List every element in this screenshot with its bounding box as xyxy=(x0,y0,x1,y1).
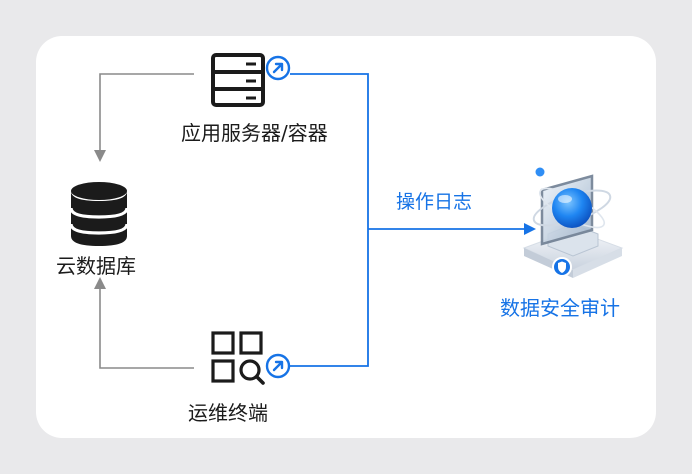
server-rack-icon xyxy=(211,53,265,107)
terminal-label: 运维终端 xyxy=(188,401,268,425)
database-arrowhead-top xyxy=(94,150,106,162)
app-grid-search-icon xyxy=(211,331,265,385)
database-label: 云数据库 xyxy=(56,254,136,278)
data-security-audit-label: 数据安全审计 xyxy=(500,296,620,320)
terminal-to-database-line xyxy=(99,282,194,369)
database-arrowhead-bottom xyxy=(94,277,106,289)
database-icon xyxy=(69,182,129,246)
security-audit-sphere-icon xyxy=(522,167,624,278)
arrow-up-right-badge-icon xyxy=(265,55,291,81)
server-to-database-line xyxy=(99,73,194,158)
server-log-line xyxy=(290,73,369,367)
audit-arrowhead xyxy=(524,223,536,235)
server-label: 应用服务器/容器 xyxy=(181,121,328,145)
operation-log-label: 操作日志 xyxy=(396,191,473,213)
arrow-up-right-badge-icon xyxy=(265,353,291,379)
